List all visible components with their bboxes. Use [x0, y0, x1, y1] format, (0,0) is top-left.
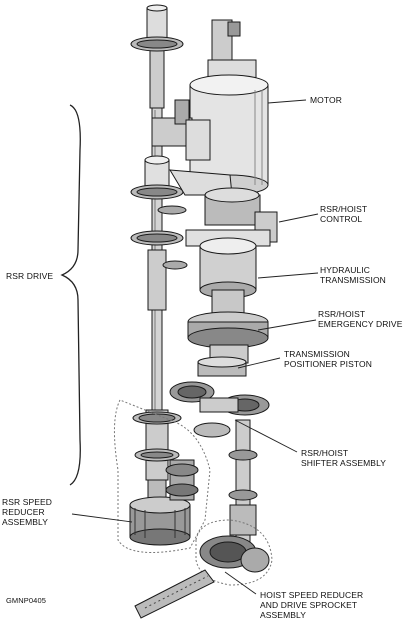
sprocket-3 — [130, 230, 184, 246]
label-rsr-speed-reducer-assembly: RSR SPEED REDUCER ASSEMBLY — [2, 497, 53, 527]
label-rsr-drive: RSR DRIVE — [6, 271, 54, 281]
transmission-positioner-piston — [197, 356, 247, 377]
drawing-code: GMNP0405 — [6, 596, 46, 605]
label-hydraulic-transmission: HYDRAULIC TRANSMISSION — [320, 265, 386, 285]
rsr-hoist-shifter-assembly — [169, 381, 270, 438]
rsr-speed-reducer-gears — [129, 459, 199, 546]
hoist-shaft — [228, 419, 258, 561]
motor — [189, 19, 269, 196]
shaft-bracket — [151, 99, 211, 161]
rsr-hoist-control — [185, 187, 278, 247]
rsr-drive-brace — [60, 104, 81, 486]
drive-chain — [134, 569, 215, 619]
label-transmission-positioner-piston: TRANSMISSION POSITIONER PISTON — [284, 349, 372, 369]
sprocket-5 — [134, 448, 180, 462]
hydraulic-transmission — [199, 237, 257, 315]
label-hoist-speed-reducer: HOIST SPEED REDUCER AND DRIVE SPROCKET A… — [260, 590, 364, 620]
rsr-hoist-emergency-drive — [187, 311, 269, 364]
label-rsr-hoist-control: RSR/HOIST CONTROL — [320, 204, 368, 224]
label-motor: MOTOR — [310, 95, 342, 105]
label-rsr-hoist-emergency-drive: RSR/HOIST EMERGENCY DRIVE — [318, 309, 403, 329]
sprocket-4 — [132, 411, 182, 425]
sprocket-top — [130, 36, 184, 52]
label-rsr-hoist-shifter-assembly: RSR/HOIST SHIFTER ASSEMBLY — [301, 448, 387, 468]
sprocket-2 — [130, 184, 184, 200]
